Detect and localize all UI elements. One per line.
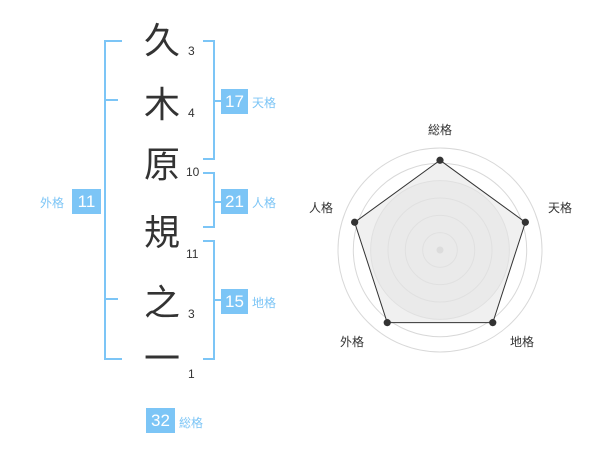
tenkaku-badge: 17 bbox=[221, 89, 248, 114]
gaikaku-bracket-top bbox=[104, 40, 122, 42]
radar-grid-circle-1 bbox=[337, 147, 543, 353]
radar-series-polygon bbox=[354, 159, 526, 324]
stroke-count-4: 11 bbox=[186, 247, 199, 261]
radar-point-5 bbox=[351, 218, 359, 226]
stroke-count-2: 4 bbox=[188, 106, 195, 120]
tenkaku-bracket-top bbox=[203, 40, 215, 42]
radar-label-jinkaku: 人格 bbox=[309, 201, 334, 215]
soukaku-label: 総格 bbox=[179, 416, 204, 430]
gaikaku-badge: 11 bbox=[72, 189, 101, 214]
gaikaku-label: 外格 bbox=[40, 196, 65, 210]
radar-label-gaikaku: 外格 bbox=[340, 335, 365, 349]
chikaku-bracket-tick bbox=[213, 299, 223, 301]
radar-point-4 bbox=[383, 319, 391, 327]
radar-point-2 bbox=[521, 218, 529, 226]
name-char-3: 原 bbox=[143, 145, 180, 186]
name-char-5: 之 bbox=[143, 283, 180, 324]
jinkaku-bracket-top bbox=[203, 172, 215, 174]
radar-label-soukaku: 総格 bbox=[428, 123, 453, 137]
stroke-count-6: 1 bbox=[188, 367, 195, 381]
name-char-4: 規 bbox=[143, 213, 180, 254]
chikaku-badge: 15 bbox=[221, 289, 248, 314]
tenkaku-bracket-tick bbox=[213, 100, 223, 102]
stroke-count-5: 3 bbox=[188, 307, 195, 321]
jinkaku-bracket-bottom bbox=[203, 226, 215, 228]
soukaku-badge: 32 bbox=[146, 408, 175, 433]
name-char-1: 久 bbox=[143, 21, 180, 62]
gaikaku-bracket-bottom bbox=[104, 358, 122, 360]
radar-point-1 bbox=[436, 156, 444, 164]
jinkaku-badge: 21 bbox=[221, 189, 248, 214]
name-char-6: 一 bbox=[143, 339, 180, 380]
jinkaku-bracket-tick bbox=[213, 201, 223, 203]
chikaku-bracket-top bbox=[203, 240, 215, 242]
radar-label-tenkaku: 天格 bbox=[548, 201, 573, 215]
jinkaku-label: 人格 bbox=[252, 196, 277, 210]
gaikaku-bracket-tick-1 bbox=[104, 99, 118, 101]
jinkaku-bracket-vertical bbox=[213, 172, 215, 228]
tenkaku-bracket-bottom bbox=[203, 158, 215, 160]
gaikaku-bracket-tick-2 bbox=[104, 298, 118, 300]
stroke-count-3: 10 bbox=[186, 165, 200, 179]
radar-chart bbox=[337, 147, 543, 353]
stroke-count-1: 3 bbox=[188, 44, 195, 58]
radar-label-chikaku: 地格 bbox=[510, 335, 535, 349]
gaikaku-bracket-vertical bbox=[104, 40, 106, 360]
chikaku-label: 地格 bbox=[252, 296, 277, 310]
name-char-2: 木 bbox=[143, 85, 180, 126]
chikaku-bracket-bottom bbox=[203, 358, 215, 360]
tenkaku-label: 天格 bbox=[252, 96, 277, 110]
radar-point-3 bbox=[489, 319, 497, 327]
